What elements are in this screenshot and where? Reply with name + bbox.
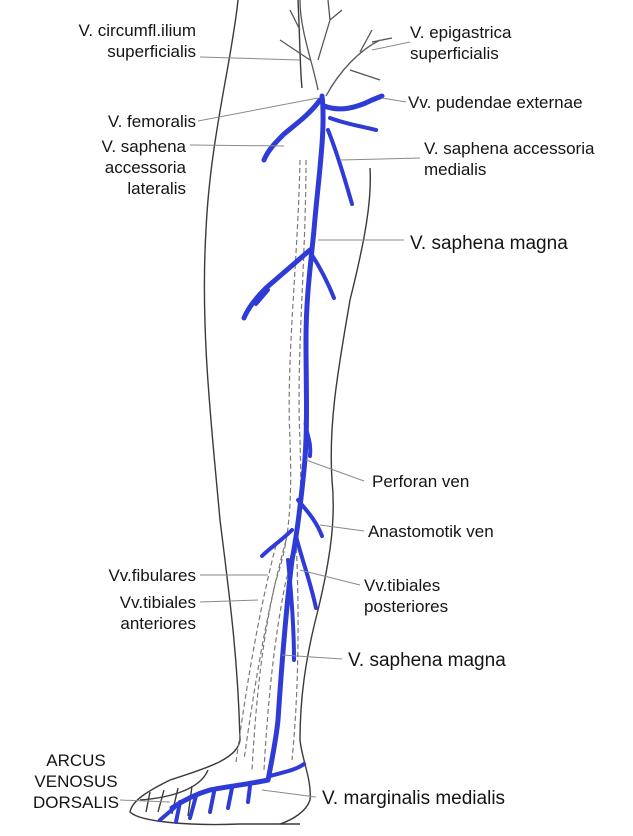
label-tibiales-posteriores: Vv.tibiales posteriores (364, 575, 448, 617)
label-line: Vv.tibiales (40, 592, 196, 613)
label-line: DORSALIS (30, 792, 122, 813)
label-circumflexa-ilium: V. circumfl.ilium superficialis (36, 20, 196, 62)
label-line: ARCUS (30, 750, 122, 771)
label-line: V. marginalis medialis (322, 787, 505, 810)
label-line: superficialis (410, 43, 511, 64)
label-perforan-ven: Perforan ven (372, 471, 469, 492)
inguinal-vessels (280, 0, 392, 96)
label-line: VENOSUS (30, 771, 122, 792)
label-line: anteriores (40, 613, 196, 634)
label-fibulares: Vv.fibulares (40, 565, 196, 586)
label-line: Vv. pudendae externae (408, 92, 583, 113)
label-tibiales-anteriores: Vv.tibiales anteriores (40, 592, 196, 634)
label-epigastrica-superficialis: V. epigastrica superficialis (410, 22, 511, 64)
label-line: V. femoralis (36, 111, 196, 132)
label-line: V. saphena (36, 136, 186, 157)
label-line: Vv.fibulares (40, 565, 196, 586)
label-line: V. epigastrica (410, 22, 511, 43)
label-femoralis: V. femoralis (36, 111, 196, 132)
label-saphena-magna-lower: V. saphena magna (348, 649, 506, 672)
label-line: medialis (424, 159, 594, 180)
deep-veins (236, 160, 306, 770)
label-line: V. saphena magna (410, 232, 568, 255)
label-line: V. circumfl.ilium (36, 20, 196, 41)
label-saphena-magna-upper: V. saphena magna (410, 232, 568, 255)
label-line: accessoria (36, 157, 186, 178)
label-pudendae-externae: Vv. pudendae externae (408, 92, 583, 113)
label-saphena-accessoria-medialis: V. saphena accessoria medialis (424, 138, 594, 180)
label-line: V. saphena magna (348, 649, 506, 672)
label-line: lateralis (36, 178, 186, 199)
label-marginalis-medialis: V. marginalis medialis (322, 787, 505, 810)
label-line: posteriores (364, 596, 448, 617)
label-anastomotik-ven: Anastomotik ven (368, 521, 494, 542)
label-arcus-venosus-dorsalis: ARCUS VENOSUS DORSALIS (30, 750, 122, 813)
label-line: Vv.tibiales (364, 575, 448, 596)
label-saphena-accessoria-lateralis: V. saphena accessoria lateralis (36, 136, 186, 199)
label-line: Anastomotik ven (368, 521, 494, 542)
label-line: Perforan ven (372, 471, 469, 492)
label-line: superficialis (36, 41, 196, 62)
superficial-veins (160, 96, 382, 822)
label-line: V. saphena accessoria (424, 138, 594, 159)
